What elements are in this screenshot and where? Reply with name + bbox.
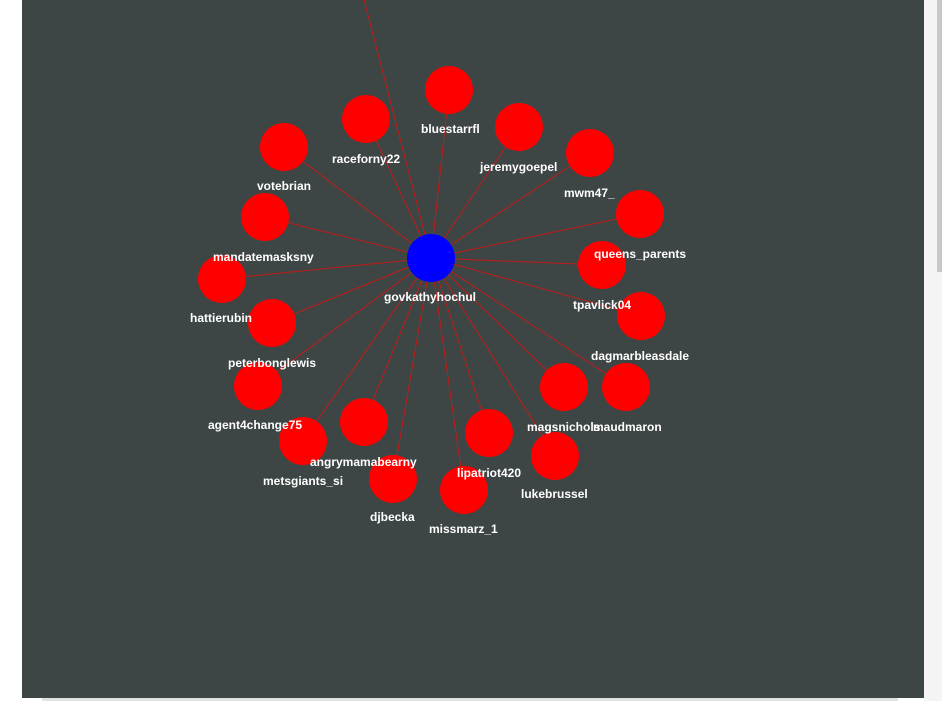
scrollbar-thumb[interactable]	[937, 0, 942, 272]
edge-govkathyhochul-mwm47_	[430, 152, 591, 259]
left-margin	[0, 0, 22, 701]
node-peterbonglewis[interactable]	[248, 299, 296, 347]
node-label-raceforny22: raceforny22	[332, 152, 400, 166]
node-label-metsgiants_si: metsgiants_si	[263, 474, 343, 488]
network-graph-canvas[interactable]: bluestarrfl raceforny22 jeremygoepel votebr…	[22, 0, 924, 698]
edge-govkathyhochul-missmarz_1	[430, 257, 465, 491]
edge-govkathyhochul-raceforny22	[365, 118, 432, 259]
node-queens_parents[interactable]	[616, 190, 664, 238]
node-mandatemasksny[interactable]	[241, 193, 289, 241]
edge-govkathyhochul-jeremygoepel	[430, 126, 520, 259]
node-metsgiants_si[interactable]	[279, 417, 327, 465]
node-label-missmarz_1: missmarz_1	[429, 522, 498, 536]
edge-govkathyhochul-mandatemasksny	[264, 216, 432, 259]
node-maudmaron[interactable]	[602, 363, 650, 411]
edge-govkathyhochul-maudmaron	[430, 257, 627, 388]
node-votebrian[interactable]	[260, 123, 308, 171]
node-dagmarbleasdale[interactable]	[617, 292, 665, 340]
node-magsnichols[interactable]	[540, 363, 588, 411]
node-angrymamabearny[interactable]	[340, 398, 388, 446]
labels-layer: bluestarrfl raceforny22 jeremygoepel votebr…	[190, 122, 689, 536]
node-label-lukebrussel: lukebrussel	[521, 487, 588, 501]
network-graph[interactable]: bluestarrfl raceforny22 jeremygoepel votebr…	[22, 0, 924, 698]
edge-govkathyhochul-hattierubin	[221, 257, 432, 280]
node-lipatriot420[interactable]	[465, 409, 513, 457]
node-tpavlick04[interactable]	[578, 241, 626, 289]
edge-govkathyhochul-lipatriot420	[430, 257, 490, 434]
node-label-peterbonglewis: peterbonglewis	[228, 356, 316, 370]
node-jeremygoepel[interactable]	[495, 103, 543, 151]
node-label-maudmaron: maudmaron	[593, 420, 662, 434]
node-agent4change75[interactable]	[234, 362, 282, 410]
edge-govkathyhochul-votebrian	[283, 146, 432, 259]
node-label-queens_parents: queens_parents	[594, 247, 686, 261]
edge-govkathyhochul-offscreen-top	[363, 0, 432, 259]
node-label-hattierubin: hattierubin	[190, 311, 252, 325]
node-missmarz_1[interactable]	[440, 466, 488, 514]
node-govkathyhochul[interactable]	[407, 234, 455, 282]
node-label-lipatriot420: lipatriot420	[457, 466, 521, 480]
node-label-mwm47_: mwm47_	[564, 186, 615, 200]
node-label-dagmarbleasdale: dagmarbleasdale	[591, 349, 689, 363]
edge-govkathyhochul-peterbonglewis	[271, 257, 432, 324]
node-label-tpavlick04: tpavlick04	[573, 298, 631, 312]
edge-govkathyhochul-agent4change75	[257, 257, 432, 387]
node-label-jeremygoepel: jeremygoepel	[479, 160, 557, 174]
node-label-agent4change75: agent4change75	[208, 418, 302, 432]
node-label-magsnichols: magsnichols	[527, 420, 601, 434]
node-label-djbecka: djbecka	[370, 510, 415, 524]
node-lukebrussel[interactable]	[531, 432, 579, 480]
node-label-mandatemasksny: mandatemasksny	[213, 250, 314, 264]
edge-govkathyhochul-dagmarbleasdale	[430, 257, 642, 317]
node-hattierubin[interactable]	[198, 255, 246, 303]
node-mwm47_[interactable]	[566, 129, 614, 177]
edge-govkathyhochul-magsnichols	[430, 257, 565, 388]
node-raceforny22[interactable]	[342, 95, 390, 143]
edges-layer	[221, 0, 642, 491]
edge-govkathyhochul-lukebrussel	[430, 257, 556, 457]
nodes-layer	[198, 66, 665, 514]
edge-govkathyhochul-tpavlick04	[430, 257, 603, 266]
node-label-votebrian: votebrian	[257, 179, 311, 193]
edge-govkathyhochul-metsgiants_si	[302, 257, 432, 442]
node-label-angrymamabearny: angrymamabearny	[310, 455, 417, 469]
edge-govkathyhochul-bluestarrfl	[430, 89, 450, 259]
node-bluestarrfl[interactable]	[425, 66, 473, 114]
node-djbecka[interactable]	[369, 455, 417, 503]
edge-govkathyhochul-angrymamabearny	[363, 257, 432, 423]
edge-govkathyhochul-queens_parents	[430, 213, 641, 259]
horizontal-scrollbar[interactable]	[42, 698, 898, 701]
node-label-bluestarrfl: bluestarrfl	[421, 122, 480, 136]
node-label-govkathyhochul: govkathyhochul	[384, 290, 476, 304]
edge-govkathyhochul-djbecka	[392, 257, 432, 480]
